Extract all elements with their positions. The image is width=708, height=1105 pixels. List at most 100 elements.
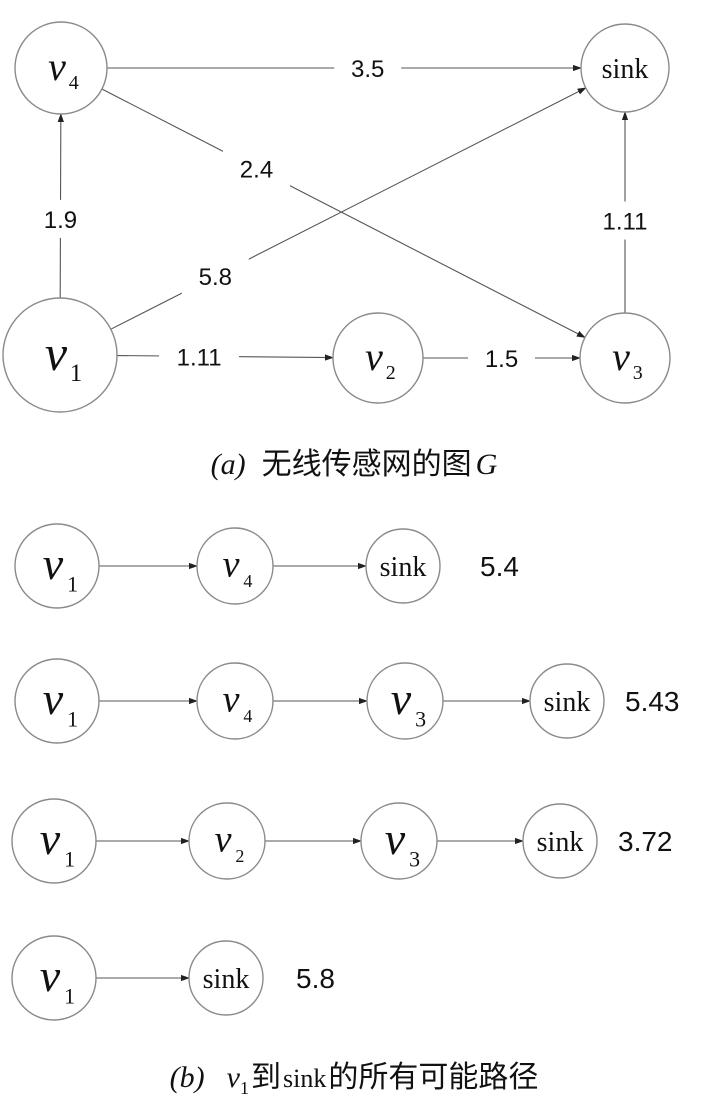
- path-3-node-v1-circle: [11, 798, 97, 884]
- caption-b-target: sink: [283, 1064, 326, 1093]
- path-4-node-v1-circle: [11, 935, 97, 1021]
- node-v3-label: v: [612, 334, 630, 379]
- edge-v3-sink: 1.11: [585, 111, 665, 313]
- path-1-node-sink: sink: [365, 528, 441, 604]
- path-2-node-sink-label: sink: [544, 687, 591, 718]
- path-2-node-v1-circle: [14, 658, 100, 744]
- path-1-node-v4-subscript: 4: [243, 571, 252, 591]
- node-v2-circle: [332, 312, 424, 404]
- path-3-node-v2-circle: [188, 802, 266, 880]
- caption-a-desc: 无线传感网的图: [262, 448, 472, 481]
- caption-b-mid: 到: [251, 1061, 281, 1094]
- node-v1-circle: [2, 297, 118, 413]
- caption-b-symbol-sub: 1: [240, 1078, 249, 1098]
- path-3-node-sink-circle: [522, 803, 598, 879]
- path-4-node-sink-label: sink: [203, 964, 250, 995]
- node-v4-label: v: [48, 44, 66, 89]
- edge-v4-v3: 2.4: [101, 88, 586, 338]
- edge-v1-sink: 5.8: [110, 87, 587, 330]
- path-1-node-v1-circle: [14, 523, 100, 609]
- path-1-node-sink-label: sink: [380, 552, 427, 583]
- path-1-node-sink-circle: [365, 528, 441, 604]
- path-2-node-v4-circle: [196, 662, 274, 740]
- path-cost: 5.43: [625, 686, 680, 717]
- path-2-node-v4-subscript: 4: [243, 706, 252, 726]
- path-2-node-v3-subscript: 3: [415, 706, 426, 731]
- node-v2-subscript: 2: [386, 362, 396, 384]
- caption-b-text: (b) v1到sink的所有可能路径: [170, 1061, 539, 1098]
- edge-weight-label: 1.9: [44, 207, 77, 234]
- caption-a-symbol: G: [476, 448, 498, 481]
- path-3-node-v3-label: v: [385, 813, 406, 864]
- node-sink: sink: [580, 23, 670, 113]
- path-2-node-sink-circle: [529, 663, 605, 739]
- path-2-node-v3-label: v: [391, 673, 412, 724]
- path-1-node-v4-label: v: [223, 544, 240, 586]
- path-3-node-v2-label: v: [215, 819, 232, 861]
- edge-weight-label: 1.5: [485, 346, 518, 373]
- path-3-node-v2-subscript: 2: [235, 846, 244, 866]
- node-sink-label: sink: [602, 54, 649, 85]
- edge-weight-label: 1.11: [177, 344, 222, 371]
- path-3-node-sink: sink: [522, 803, 598, 879]
- node-v3-subscript: 3: [633, 362, 643, 384]
- edge-weight-label: 2.4: [240, 157, 273, 184]
- caption-b: (b) v1到sink的所有可能路径: [170, 1061, 539, 1098]
- path-2-node-sink: sink: [529, 663, 605, 739]
- edge-v1-v2: 1.11: [116, 337, 334, 376]
- node-v4-subscript: 4: [69, 72, 79, 94]
- caption-b-tag: (b): [170, 1061, 205, 1094]
- edge-weight-label: 3.5: [351, 56, 384, 83]
- node-v2-label: v: [365, 334, 383, 379]
- path-3-node-v1-label: v: [40, 813, 61, 864]
- node-v4-circle: [14, 21, 108, 115]
- caption-a-tag: (a): [211, 448, 246, 481]
- path-cost: 5.8: [296, 963, 335, 994]
- path-1-node-v4-circle: [196, 527, 274, 605]
- node-v1-subscript: 1: [70, 360, 83, 387]
- edge-v4-sink: 3.5: [107, 49, 582, 87]
- node-v1-label: v: [45, 325, 68, 381]
- node-v3-circle: [579, 312, 671, 404]
- path-2-node-v4-label: v: [223, 679, 240, 721]
- path-2-node-v1-label: v: [43, 673, 64, 724]
- caption-b-symbol: v: [227, 1061, 241, 1094]
- path-4-node-sink-circle: [188, 940, 264, 1016]
- edge-line: [101, 88, 586, 338]
- path-4-node-v1-label: v: [40, 950, 61, 1001]
- path-4-node-v1-subscript: 1: [64, 983, 75, 1008]
- path-3-node-sink-label: sink: [537, 827, 584, 858]
- path-3-node-v3-subscript: 3: [409, 846, 420, 871]
- path-1-node-v1-subscript: 1: [67, 571, 78, 596]
- path-3-node-v1-subscript: 1: [64, 846, 75, 871]
- path-cost: 5.4: [480, 551, 519, 582]
- caption-b-desc: 的所有可能路径: [328, 1061, 538, 1094]
- path-1-node-v1-label: v: [43, 538, 64, 589]
- node-sink-circle: [580, 23, 670, 113]
- edge-v1-v4: 1.9: [26, 113, 94, 299]
- path-4-node-sink: sink: [188, 940, 264, 1016]
- edge-weight-label: 5.8: [199, 264, 232, 291]
- path-3-node-v3-circle: [360, 802, 438, 880]
